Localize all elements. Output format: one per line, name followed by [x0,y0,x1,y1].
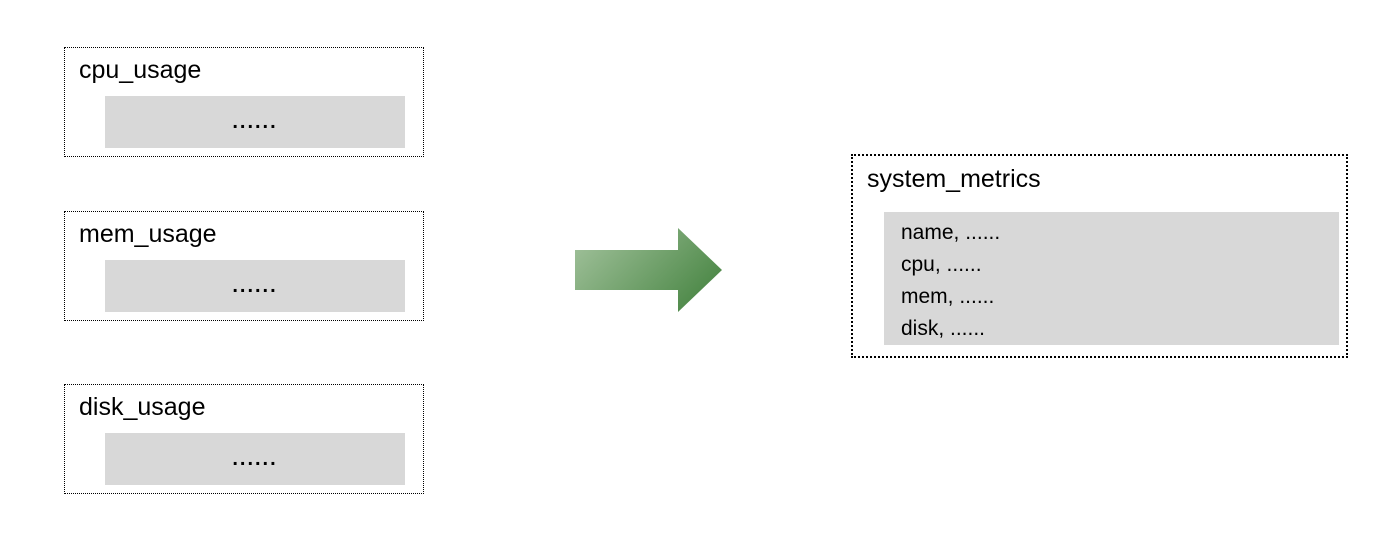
ellipsis-placeholder: ...... [232,274,278,297]
right-arrow-icon [575,228,722,312]
table-name-label: cpu_usage [79,56,202,84]
table-body-bar: ...... [105,96,405,148]
table-body-bar: ...... [105,433,405,485]
table-name-label: system_metrics [867,165,1041,193]
table-body-bar: ...... [105,260,405,312]
column-row: name, ...... [901,221,1001,244]
column-row: cpu, ...... [901,253,982,276]
table-name-label: mem_usage [79,220,217,248]
table-body-panel: name, ...... cpu, ...... mem, ...... dis… [884,212,1339,345]
table-name-label: disk_usage [79,393,206,421]
ellipsis-placeholder: ...... [232,110,278,133]
ellipsis-placeholder: ...... [232,447,278,470]
column-row: disk, ...... [901,317,986,340]
target-table-system-metrics: system_metrics name, ...... cpu, ...... … [851,154,1348,358]
source-table-disk-usage: disk_usage ...... [64,384,424,494]
source-table-cpu-usage: cpu_usage ...... [64,47,424,157]
source-table-mem-usage: mem_usage ...... [64,211,424,321]
column-row: mem, ...... [901,285,995,308]
